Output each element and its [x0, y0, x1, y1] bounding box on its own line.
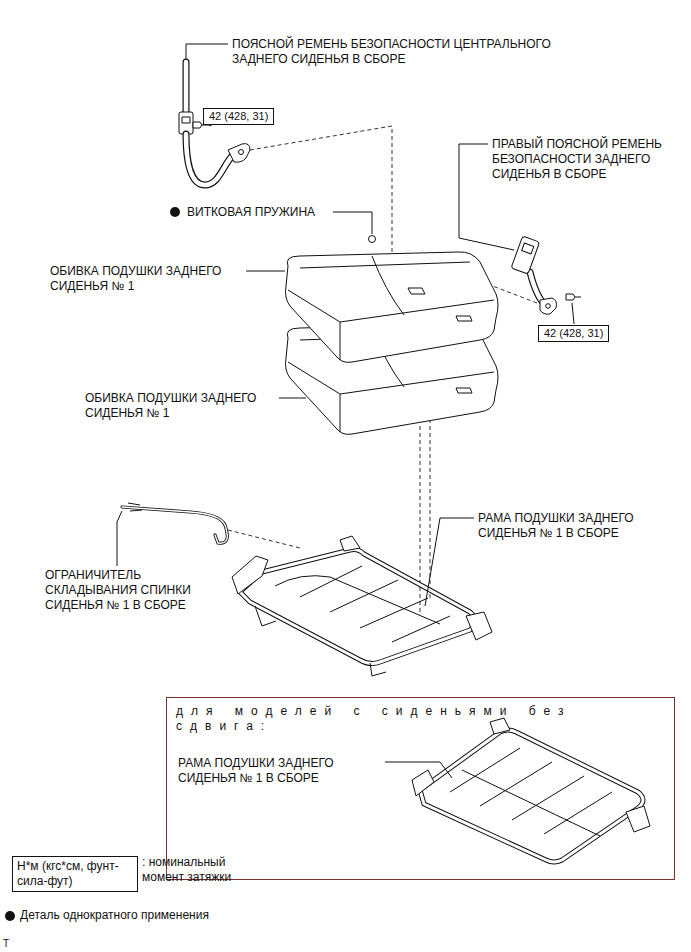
cushion-tab [456, 316, 472, 321]
part-name: ОБИВКА ПОДУШКИ ЗАДНЕГО СИДЕНЬЯ № 1 [50, 264, 250, 294]
leader-line [385, 762, 452, 778]
leader-line [279, 398, 306, 399]
coil-spring [369, 236, 376, 243]
frame-bracket [490, 718, 510, 734]
part-name: ПОЯСНОЙ РЕМЕНЬ БЕЗОПАСНОСТИ ЦЕНТРАЛЬНОГО… [232, 37, 552, 67]
variant-frame: для моделей с сиденьями без сдвига: [166, 697, 675, 880]
cushion-edge [340, 322, 341, 360]
part-name: ОБИВКА ПОДУШКИ ЗАДНЕГО СИДЕНЬЯ № 1 [85, 391, 285, 421]
box-text: Н*м (кгс*см, фунт-сила-фут) [17, 859, 133, 889]
leader-line [246, 271, 285, 272]
frame-bracket [340, 536, 360, 551]
leader-line [425, 518, 474, 606]
frame-bracket [466, 612, 492, 640]
frame-wire [450, 748, 612, 836]
belt-buckle [511, 236, 540, 274]
part-name: ОГРАНИЧИТЕЛЬ СКЛАДЫВАНИЯ СПИНКИ СИДЕНЬЯ … [45, 568, 215, 613]
leader-line [333, 212, 372, 234]
single-use-dot [170, 207, 180, 217]
frame-bracket [412, 770, 434, 796]
frame-leg [255, 606, 386, 676]
cushion-cover [286, 252, 499, 362]
leader-line [572, 303, 574, 324]
belt-strap [183, 62, 190, 112]
belt-buckle [182, 117, 190, 123]
belt-strap [184, 62, 189, 112]
cushion-edge [340, 394, 341, 432]
frame-bracket [626, 806, 650, 832]
fold-stopper [122, 507, 227, 543]
belt-slot [408, 288, 425, 294]
box-text: 42 (428, 31) [209, 109, 268, 124]
anchor-plate [228, 144, 250, 163]
cushion-frame [240, 550, 475, 664]
bolt [193, 122, 202, 128]
page-code: T [3, 936, 23, 951]
cushion-tab [456, 388, 472, 393]
fold-stopper [128, 503, 142, 511]
belt-strap [186, 134, 232, 185]
assembly-line [228, 530, 300, 548]
belt-buckle [522, 243, 534, 254]
cushion-frame [420, 730, 643, 862]
fold-stopper [122, 507, 227, 543]
frame-bracket [232, 556, 268, 594]
torque-legend-box: Н*м (кгс*см, фунт-сила-фут) [12, 856, 138, 892]
frame-wire [275, 566, 450, 642]
anchor-hole [239, 150, 244, 155]
leader-line [117, 511, 122, 566]
part-name: ПРАВЫЙ ПОЯСНОЙ РЕМЕНЬ БЕЗОПАСНОСТИ ЗАДНЕ… [492, 137, 672, 182]
anchor-hole [546, 304, 551, 309]
belt-strap [186, 134, 232, 185]
anchor-plate [540, 298, 557, 314]
cushion-frame [420, 730, 643, 862]
torque-box: 42 (428, 31) [203, 108, 274, 125]
bolt [566, 294, 575, 300]
legend-text: Деталь однократного применения [20, 908, 209, 922]
part-name: РАМА ПОДУШКИ ЗАДНЕГО СИДЕНЬЯ № 1 В СБОРЕ [178, 756, 378, 786]
torque-box: 42 (428, 31) [538, 325, 609, 342]
legend-entry: Деталь однократного применения [20, 908, 280, 923]
leader-line [186, 44, 228, 62]
cushion-frame [240, 550, 475, 664]
part-name: РАМА ПОДУШКИ ЗАДНЕГО СИДЕНЬЯ № 1 В СБОРЕ [478, 511, 678, 541]
legend-entry: : номинальный момент затяжки [142, 855, 254, 885]
cushion-seam [300, 262, 470, 268]
bolt [575, 297, 581, 298]
variant-heading: для моделей с сиденьями без сдвига: [176, 704, 606, 734]
box-text: 42 (428, 31) [544, 326, 603, 341]
single-use-dot [5, 911, 15, 921]
part-name: ВИТКОВАЯ ПРУЖИНА [187, 205, 387, 220]
legend-text: : номинальный момент затяжки [142, 855, 231, 884]
